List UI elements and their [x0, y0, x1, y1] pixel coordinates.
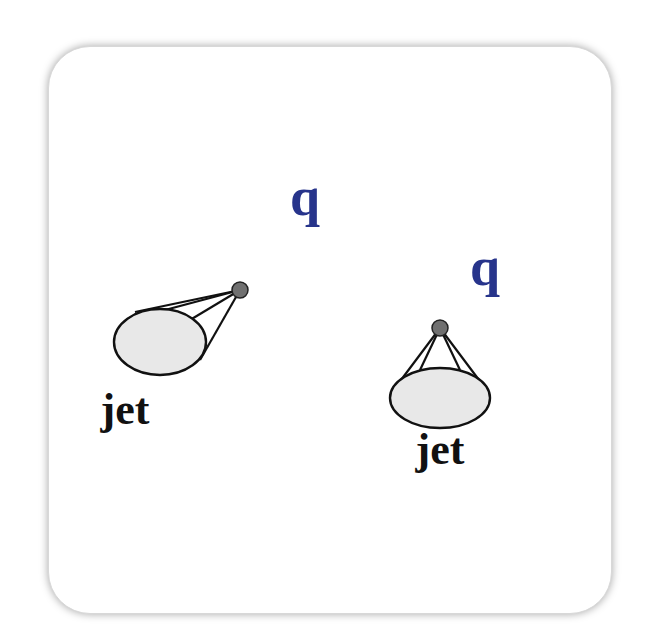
- quark-label: q: [290, 170, 320, 224]
- jet-node: jet: [75, 280, 250, 438]
- cone-line: [165, 290, 240, 310]
- quark-label: q: [470, 240, 500, 294]
- jet-label: jet: [75, 386, 175, 434]
- jet-ellipse: [114, 309, 206, 375]
- vertex-dot: [432, 320, 448, 336]
- vertex-dot: [232, 282, 248, 298]
- jet-ellipse: [390, 368, 490, 428]
- jet-label: jet: [385, 426, 495, 474]
- jet-node: jet: [385, 318, 495, 478]
